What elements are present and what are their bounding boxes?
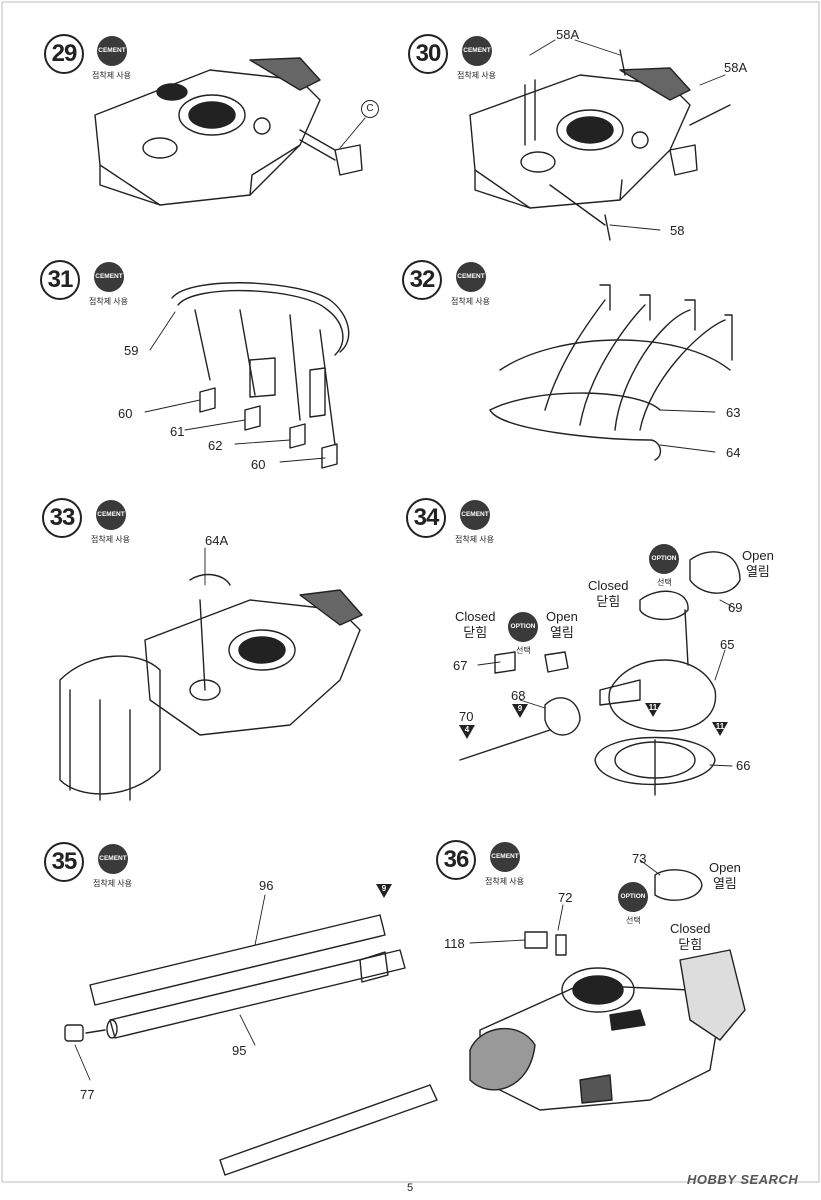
reference-triangle [645,703,661,717]
barrel-drawing-35 [64,914,406,1042]
part-label: 118 [444,936,465,951]
step-number: 36 [436,840,476,880]
part-label: 60 [118,406,133,421]
closed-label: Closed 닫힘 [588,578,628,610]
open-kr: 열림 [745,564,770,579]
part-label: 58A [556,27,580,42]
cement-note: 접착제 사용 [93,879,133,888]
cement-icon: CEMENT [98,844,128,874]
option-icon: OPTION [618,882,648,912]
part-label: 95 [232,1043,247,1058]
open-kr: 열림 [712,876,737,891]
part-label: 64A [205,533,229,548]
rails-drawing-32 [489,284,733,461]
part-label: 60 [251,457,266,472]
turret-drawing-33 [59,573,363,801]
part-label: 65 [720,637,735,652]
hatch-drawing-34 [459,551,741,796]
open-label: Open 열림 [742,548,774,580]
closed-en: Closed [455,609,496,624]
part-label: 77 [80,1087,95,1102]
open-kr: 열림 [549,625,574,640]
part-label: 67 [453,658,468,673]
part-label: 70 [459,709,474,724]
step-number: 33 [42,498,82,538]
cement-icon: CEMENT [97,36,127,66]
option-note: 선택 [626,916,641,925]
open-en: Open [709,860,741,875]
closed-label: Closed 닫힘 [670,921,710,953]
turret-drawing-36 [219,869,746,1176]
page-number: 5 [407,1182,414,1194]
part-label: C [361,100,379,118]
reference-triangle [459,725,475,739]
reference-number: 9 [517,704,523,713]
option-icon: OPTION [508,612,538,642]
cement-note: 접착제 사용 [451,297,491,306]
watermark: HOBBY SEARCH [687,1172,799,1187]
reference-number: 9 [381,884,387,893]
cement-note: 접착제 사용 [485,877,525,886]
part-label: 62 [208,438,223,453]
handrail-drawing-31 [171,282,350,469]
step-number: 29 [44,34,84,74]
cement-note: 접착제 사용 [455,535,495,544]
closed-kr: 닫힘 [678,937,703,952]
step-number: 35 [44,842,84,882]
part-label: 72 [558,890,573,905]
cement-icon: CEMENT [96,500,126,530]
option-icon: OPTION [649,544,679,574]
open-label: Open 열림 [709,860,741,892]
cement-icon: CEMENT [94,262,124,292]
step-number: 34 [406,498,446,538]
part-label: 73 [632,851,647,866]
option-note: 선택 [657,578,672,587]
closed-label: Closed 닫힘 [455,609,495,641]
closed-kr: 닫힘 [596,594,621,609]
reference-number: 11 [648,703,658,712]
closed-en: Closed [588,578,629,593]
part-label: 96 [259,878,274,893]
closed-kr: 닫힘 [463,625,488,640]
reference-number: 11 [715,722,725,731]
part-label: 66 [736,758,751,773]
part-label: 68 [511,688,526,703]
part-label: 61 [170,424,185,439]
cement-note: 접착제 사용 [89,297,129,306]
step-number: 30 [408,34,448,74]
cement-note: 접착제 사용 [457,71,497,80]
reference-triangle [512,704,528,718]
part-label: 63 [726,405,741,420]
cement-note: 접착제 사용 [91,535,131,544]
reference-triangle [376,884,392,898]
cement-icon: CEMENT [490,842,520,872]
cement-note: 접착제 사용 [92,71,132,80]
cement-icon: CEMENT [456,262,486,292]
part-label: 59 [124,343,139,358]
step-number: 32 [402,260,442,300]
part-label: 69 [728,600,743,615]
option-note: 선택 [516,646,531,655]
part-label: 64 [726,445,741,460]
turret-drawing-29 [94,57,363,206]
step-number: 31 [40,260,80,300]
turret-drawing-30 [469,49,731,241]
open-label: Open 열림 [546,609,578,641]
closed-en: Closed [670,921,711,936]
reference-number: 4 [464,725,470,734]
reference-triangle [712,722,728,736]
part-label: 58 [670,223,685,238]
part-label: 58A [724,60,748,75]
open-en: Open [742,548,774,563]
cement-icon: CEMENT [462,36,492,66]
cement-icon: CEMENT [460,500,490,530]
open-en: Open [546,609,578,624]
